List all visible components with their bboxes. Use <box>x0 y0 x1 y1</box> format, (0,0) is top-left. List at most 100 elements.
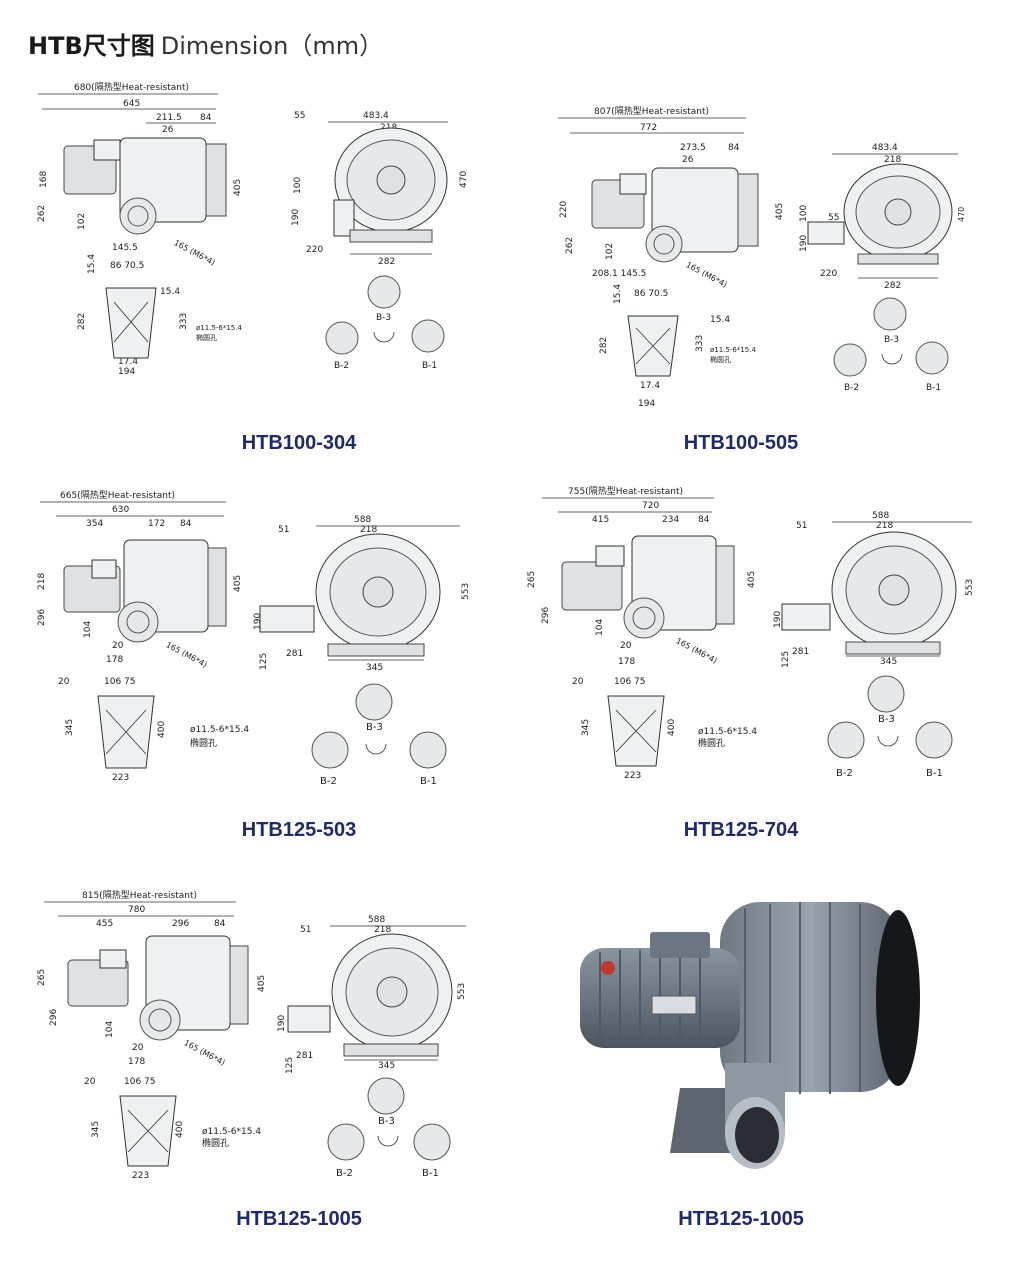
dim-a: 354 <box>86 519 103 529</box>
label-b1: B-1 <box>422 1168 439 1179</box>
dim-d125: 125 <box>259 653 269 670</box>
dim-flange: 165 (M6*4) <box>164 640 208 669</box>
dim-p218: 218 <box>360 525 377 535</box>
dim-f345: 345 <box>581 719 591 736</box>
rotation-b1 <box>915 721 953 759</box>
dim-h2: 262 <box>37 205 47 222</box>
dim-f1: 20 <box>84 1077 96 1087</box>
rotation-b2 <box>327 1123 365 1161</box>
technical-drawing-htb125-1005: 815(隔热型Heat-resistant) 780 455 296 84 26… <box>37 889 467 1181</box>
dim-total-length: 645 <box>123 99 140 109</box>
dim-f400: 400 <box>667 719 677 736</box>
dim-d190: 190 <box>291 209 301 226</box>
dim-f2: 106 75 <box>124 1077 156 1087</box>
label-b2: B-2 <box>836 768 853 779</box>
impeller-housing-end <box>207 547 227 627</box>
dim-motor-dia: 405 <box>257 975 267 992</box>
dim-b: 84 <box>180 519 192 529</box>
dim-f2: 86 70.5 <box>110 261 144 271</box>
dim-h1: 168 <box>39 171 49 188</box>
hole-type: 椭圆孔 <box>190 737 217 749</box>
dim-w178: 178 <box>106 655 123 665</box>
blower-housing <box>720 902 900 1092</box>
dim-w1: 20 <box>112 641 124 651</box>
dim-f2: 106 75 <box>614 677 646 687</box>
dim-w1: 208.1 145.5 <box>592 269 646 279</box>
dim-h553: 553 <box>457 983 467 1000</box>
product-photo <box>570 888 960 1188</box>
terminal-box <box>595 545 625 567</box>
dim-h2: 296 <box>49 1009 59 1026</box>
dim-f345: 345 <box>91 1121 101 1138</box>
dim-b: 84 <box>728 143 740 153</box>
dim-w345: 345 <box>366 663 383 673</box>
dim-flange: 165 (M6*4) <box>182 1038 226 1067</box>
dim-s51: 51 <box>796 521 807 531</box>
dim-heat-resistant: 815(隔热型Heat-resistant) <box>82 889 197 901</box>
dim-h3: 104 <box>105 1021 115 1038</box>
rotation-b2 <box>311 731 349 769</box>
dim-wtop: 588 <box>368 915 385 925</box>
base-front <box>343 1043 439 1057</box>
inlet-pipe <box>259 605 315 633</box>
dim-f194: 194 <box>638 399 655 409</box>
label-b3: B-3 <box>376 313 391 323</box>
dim-c: 26 <box>162 125 174 135</box>
foot-view <box>105 287 157 359</box>
model-caption-htb100-304: HTB100-304 <box>241 432 357 454</box>
drawing-panel-htb125-704: 755(隔热型Heat-resistant) 720 415 234 84 26… <box>514 484 984 794</box>
dim-w281: 281 <box>286 649 303 659</box>
dim-f282: 282 <box>599 337 609 354</box>
hole-spec: ø11.5-6*15.4 <box>196 324 242 332</box>
dim-w1: 145.5 <box>112 243 138 253</box>
dim-heat-resistant: 807(隔热型Heat-resistant) <box>594 105 709 117</box>
hole-spec: ø11.5-6*15.4 <box>698 727 757 737</box>
dim-f17: 17.4 <box>640 381 660 391</box>
label-b2: B-2 <box>334 361 349 371</box>
inlet-pipe <box>781 603 831 631</box>
base-front <box>845 641 941 655</box>
rotation-b2 <box>827 721 865 759</box>
dim-f333: 333 <box>695 335 705 352</box>
model-caption-htb125-503: HTB125-503 <box>241 819 357 841</box>
dim-w178: 178 <box>128 1057 145 1067</box>
dim-f194: 194 <box>118 367 135 377</box>
inlet-pipe <box>807 221 845 245</box>
dim-h470: 470 <box>459 171 468 188</box>
motor-side-view <box>67 959 129 1007</box>
dim-h553: 553 <box>965 579 975 596</box>
terminal-box <box>619 173 647 195</box>
label-b1: B-1 <box>926 768 943 779</box>
technical-drawing-htb125-503: 665(隔热型Heat-resistant) 630 354 172 84 21… <box>37 489 471 787</box>
drawing-panel-htb125-1005: 815(隔热型Heat-resistant) 780 455 296 84 26… <box>28 888 478 1188</box>
dim-w178: 178 <box>618 657 635 667</box>
terminal-box <box>91 559 117 579</box>
base-front <box>857 253 939 265</box>
base-front <box>349 229 433 243</box>
label-b1: B-1 <box>422 361 437 371</box>
technical-drawing-htb100-505: 807(隔热型Heat-resistant) 772 273.5 84 26 2… <box>558 105 966 409</box>
dim-motor-dia: 405 <box>233 575 243 592</box>
rotation-b3 <box>367 275 401 309</box>
label-b3: B-3 <box>378 1116 395 1127</box>
label-b3: B-3 <box>884 335 899 345</box>
label-b1: B-1 <box>926 383 941 393</box>
hole-type: 椭圆孔 <box>710 355 731 364</box>
hole-type: 椭圆孔 <box>202 1137 229 1149</box>
dim-d100: 100 <box>293 177 303 194</box>
dim-f223: 223 <box>132 1171 149 1181</box>
terminal-box <box>93 139 121 161</box>
dim-d190: 190 <box>799 235 809 252</box>
dim-f1: 15.4 <box>613 284 623 304</box>
dim-p218: 218 <box>884 155 901 165</box>
dim-a2: 296 <box>172 919 189 929</box>
technical-drawing-htb100-304: 680(隔热型Heat-resistant) 645 211.5 84 26 1… <box>37 81 468 377</box>
dim-h553: 553 <box>461 583 471 600</box>
rotation-b1 <box>413 1123 451 1161</box>
dim-b: 84 <box>214 919 226 929</box>
inlet-pipe <box>287 1005 331 1033</box>
dim-f333: 333 <box>179 313 189 330</box>
impeller-housing-end <box>737 173 759 247</box>
dim-d190: 190 <box>277 1015 287 1032</box>
dim-s51: 51 <box>278 525 289 535</box>
